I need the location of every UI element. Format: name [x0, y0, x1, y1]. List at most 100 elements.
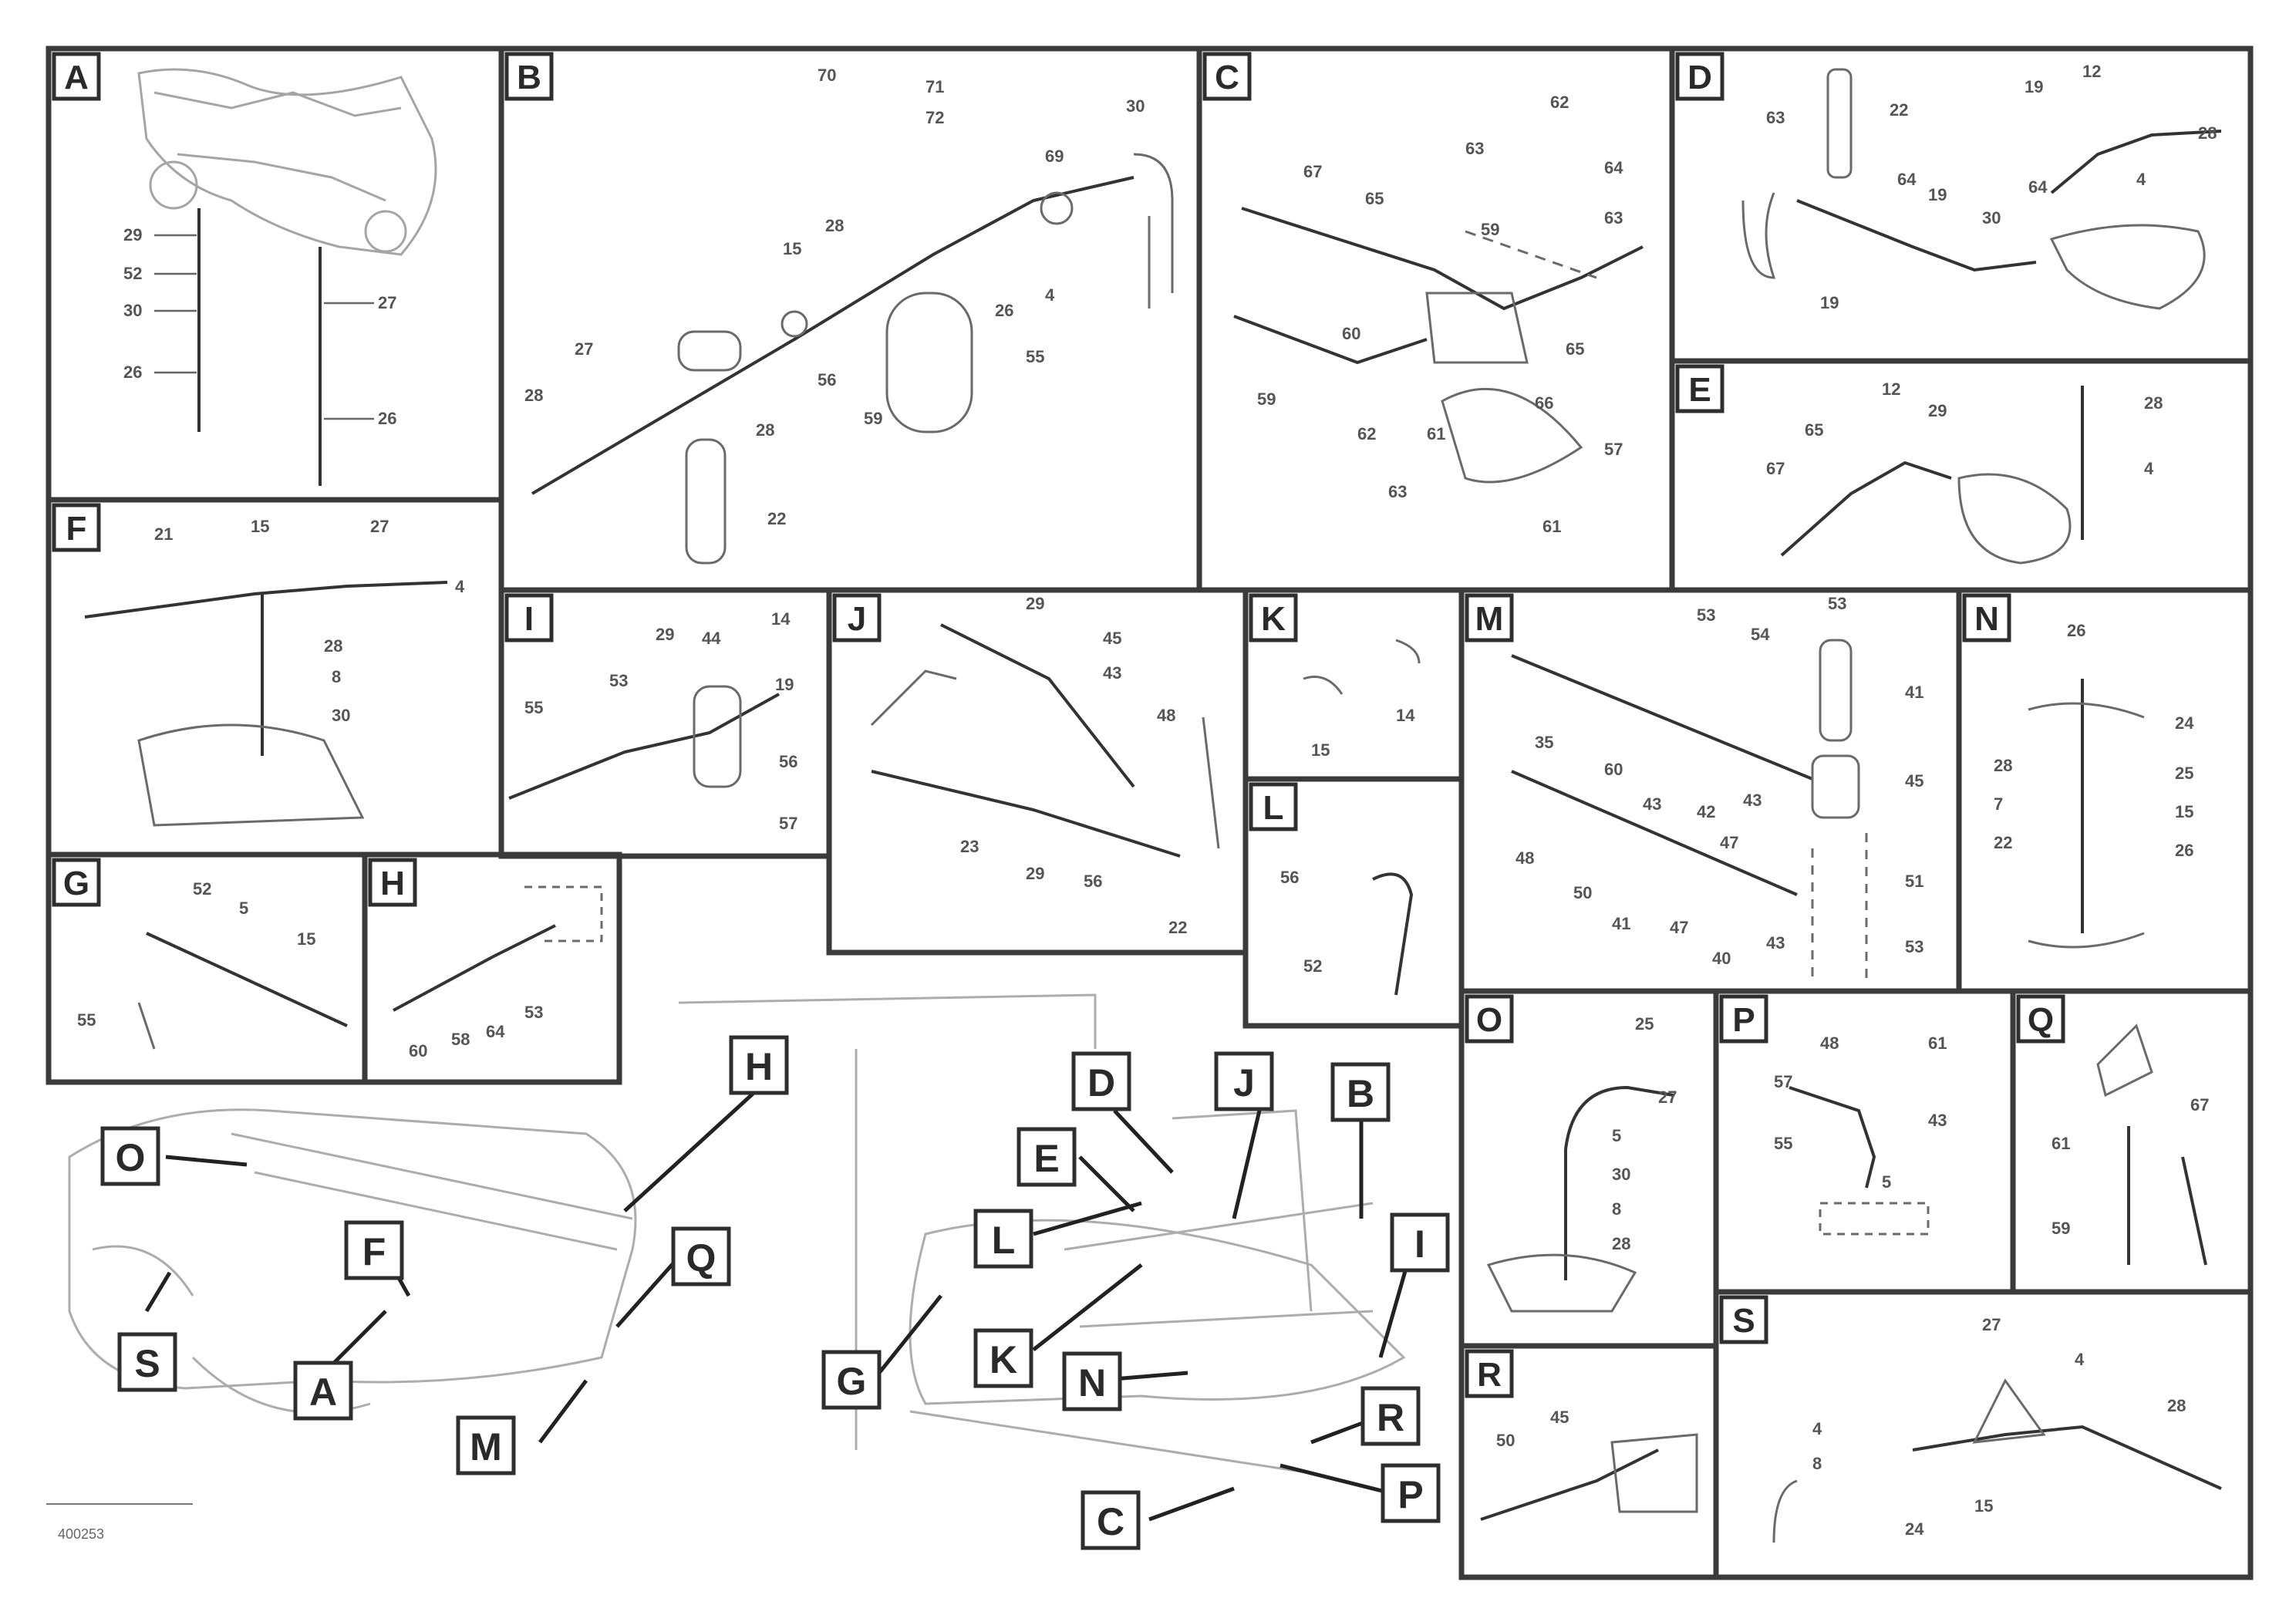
panel-label-s: S — [1732, 1302, 1755, 1340]
callout-tag-o[interactable]: O — [100, 1126, 160, 1186]
part-num: 67 — [2190, 1095, 2209, 1114]
panel-label-e: E — [1688, 371, 1711, 409]
part-num: 27 — [370, 517, 389, 536]
callout-tag-n[interactable]: N — [1062, 1351, 1122, 1411]
panel-s: S 27 4 28 4 8 15 24 — [1713, 1289, 2254, 1580]
svg-text:K: K — [990, 1338, 1017, 1381]
panel-label-b: B — [517, 59, 541, 96]
panel-label-l: L — [1263, 789, 1284, 827]
part-num: 26 — [2175, 841, 2193, 860]
panel-label-i: I — [524, 600, 534, 638]
callout-tag-m[interactable]: M — [456, 1415, 516, 1475]
callout-tag-b[interactable]: B — [1330, 1062, 1391, 1122]
part-num: 71 — [925, 77, 944, 96]
part-num: 61 — [1427, 424, 1445, 443]
callout-tag-j[interactable]: J — [1214, 1051, 1274, 1111]
callout-tag-i[interactable]: I — [1390, 1212, 1450, 1273]
part-num: 7 — [1994, 794, 2003, 814]
panel-label-f: F — [66, 510, 87, 548]
part-num: 55 — [1774, 1134, 1792, 1153]
part-num: 63 — [1604, 208, 1623, 228]
part-num: 53 — [524, 1003, 543, 1022]
part-num: 56 — [818, 370, 836, 389]
callout-tag-l[interactable]: L — [973, 1209, 1033, 1269]
callout-tag-c[interactable]: C — [1081, 1490, 1141, 1550]
part-num: 65 — [1365, 189, 1384, 208]
part-num: 4 — [1045, 285, 1055, 305]
svg-text:P: P — [1397, 1473, 1423, 1516]
part-num: 4 — [2136, 170, 2146, 189]
part-num: 27 — [575, 339, 593, 359]
panel-j: J 29 45 43 48 23 29 56 22 — [826, 587, 1249, 956]
svg-text:G: G — [837, 1360, 867, 1403]
callout-tag-d[interactable]: D — [1071, 1051, 1131, 1111]
part-num: 65 — [1566, 339, 1584, 359]
callout-tag-f[interactable]: F — [344, 1220, 404, 1280]
part-num: 30 — [1612, 1165, 1630, 1184]
part-num: 55 — [77, 1010, 96, 1030]
callout-tag-e[interactable]: E — [1017, 1127, 1077, 1187]
panel-d: D 22 63 64 12 19 28 4 64 19 30 19 — [1669, 46, 2254, 364]
panel-k: K 15 14 — [1242, 587, 1465, 782]
part-num: 63 — [1766, 108, 1785, 127]
part-num: 4 — [2075, 1350, 2085, 1369]
svg-text:A: A — [309, 1371, 337, 1414]
part-num: 53 — [1905, 937, 1923, 956]
part-num: 28 — [524, 386, 543, 405]
part-num: 8 — [332, 667, 341, 686]
callout-tag-q[interactable]: Q — [671, 1226, 731, 1286]
part-num: 66 — [1535, 393, 1553, 413]
part-num: 53 — [1697, 605, 1715, 625]
part-num: 15 — [251, 517, 269, 536]
part-num: 24 — [1905, 1519, 1924, 1539]
callout-tag-g[interactable]: G — [821, 1350, 882, 1410]
callout-tag-a[interactable]: A — [293, 1361, 353, 1421]
part-num: 23 — [960, 837, 979, 856]
part-num: 5 — [1612, 1126, 1621, 1145]
part-num: 65 — [1805, 420, 1823, 440]
part-num: 29 — [656, 625, 674, 644]
part-num: 26 — [2067, 621, 2085, 640]
callout-tag-k[interactable]: K — [973, 1328, 1033, 1388]
part-num: 14 — [1396, 706, 1415, 725]
part-num: 60 — [409, 1041, 427, 1061]
part-num: 55 — [524, 698, 543, 717]
part-num: 26 — [123, 363, 142, 382]
part-num: 52 — [193, 879, 211, 899]
part-num: 61 — [1542, 517, 1561, 536]
part-num: 8 — [1612, 1199, 1621, 1219]
part-num: 43 — [1928, 1111, 1947, 1130]
part-num: 28 — [2167, 1396, 2186, 1415]
callout-tag-p[interactable]: P — [1381, 1463, 1441, 1523]
part-num: 58 — [451, 1030, 470, 1049]
part-num: 15 — [1311, 740, 1330, 760]
part-num: 21 — [154, 524, 173, 544]
part-num: 28 — [324, 636, 342, 656]
part-num: 69 — [1045, 147, 1064, 166]
part-num: 50 — [1496, 1431, 1515, 1450]
part-num: 22 — [767, 509, 786, 528]
callout-tag-h[interactable]: H — [729, 1035, 789, 1095]
callout-tag-r[interactable]: R — [1360, 1386, 1421, 1446]
svg-text:H: H — [745, 1045, 773, 1088]
part-num: 59 — [864, 409, 882, 428]
svg-text:E: E — [1033, 1137, 1059, 1180]
part-num: 28 — [2198, 123, 2217, 143]
part-num: 52 — [1303, 956, 1322, 976]
part-num: 47 — [1720, 833, 1738, 852]
part-num: 8 — [1812, 1454, 1822, 1473]
part-num: 19 — [775, 675, 794, 694]
figure-code: 400253 — [46, 1503, 193, 1542]
part-num: 59 — [1481, 220, 1499, 239]
part-num: 57 — [779, 814, 797, 833]
part-num: 15 — [2175, 802, 2193, 821]
callout-tag-s[interactable]: S — [117, 1332, 177, 1392]
panel-label-o: O — [1476, 1001, 1502, 1039]
part-num: 42 — [1697, 802, 1715, 821]
part-num: 29 — [123, 225, 142, 244]
part-num: 60 — [1342, 324, 1360, 343]
panel-f: F 21 15 27 4 28 8 30 — [46, 497, 504, 858]
part-num: 30 — [332, 706, 350, 725]
part-num: 35 — [1535, 733, 1553, 752]
svg-text:Q: Q — [686, 1236, 716, 1280]
